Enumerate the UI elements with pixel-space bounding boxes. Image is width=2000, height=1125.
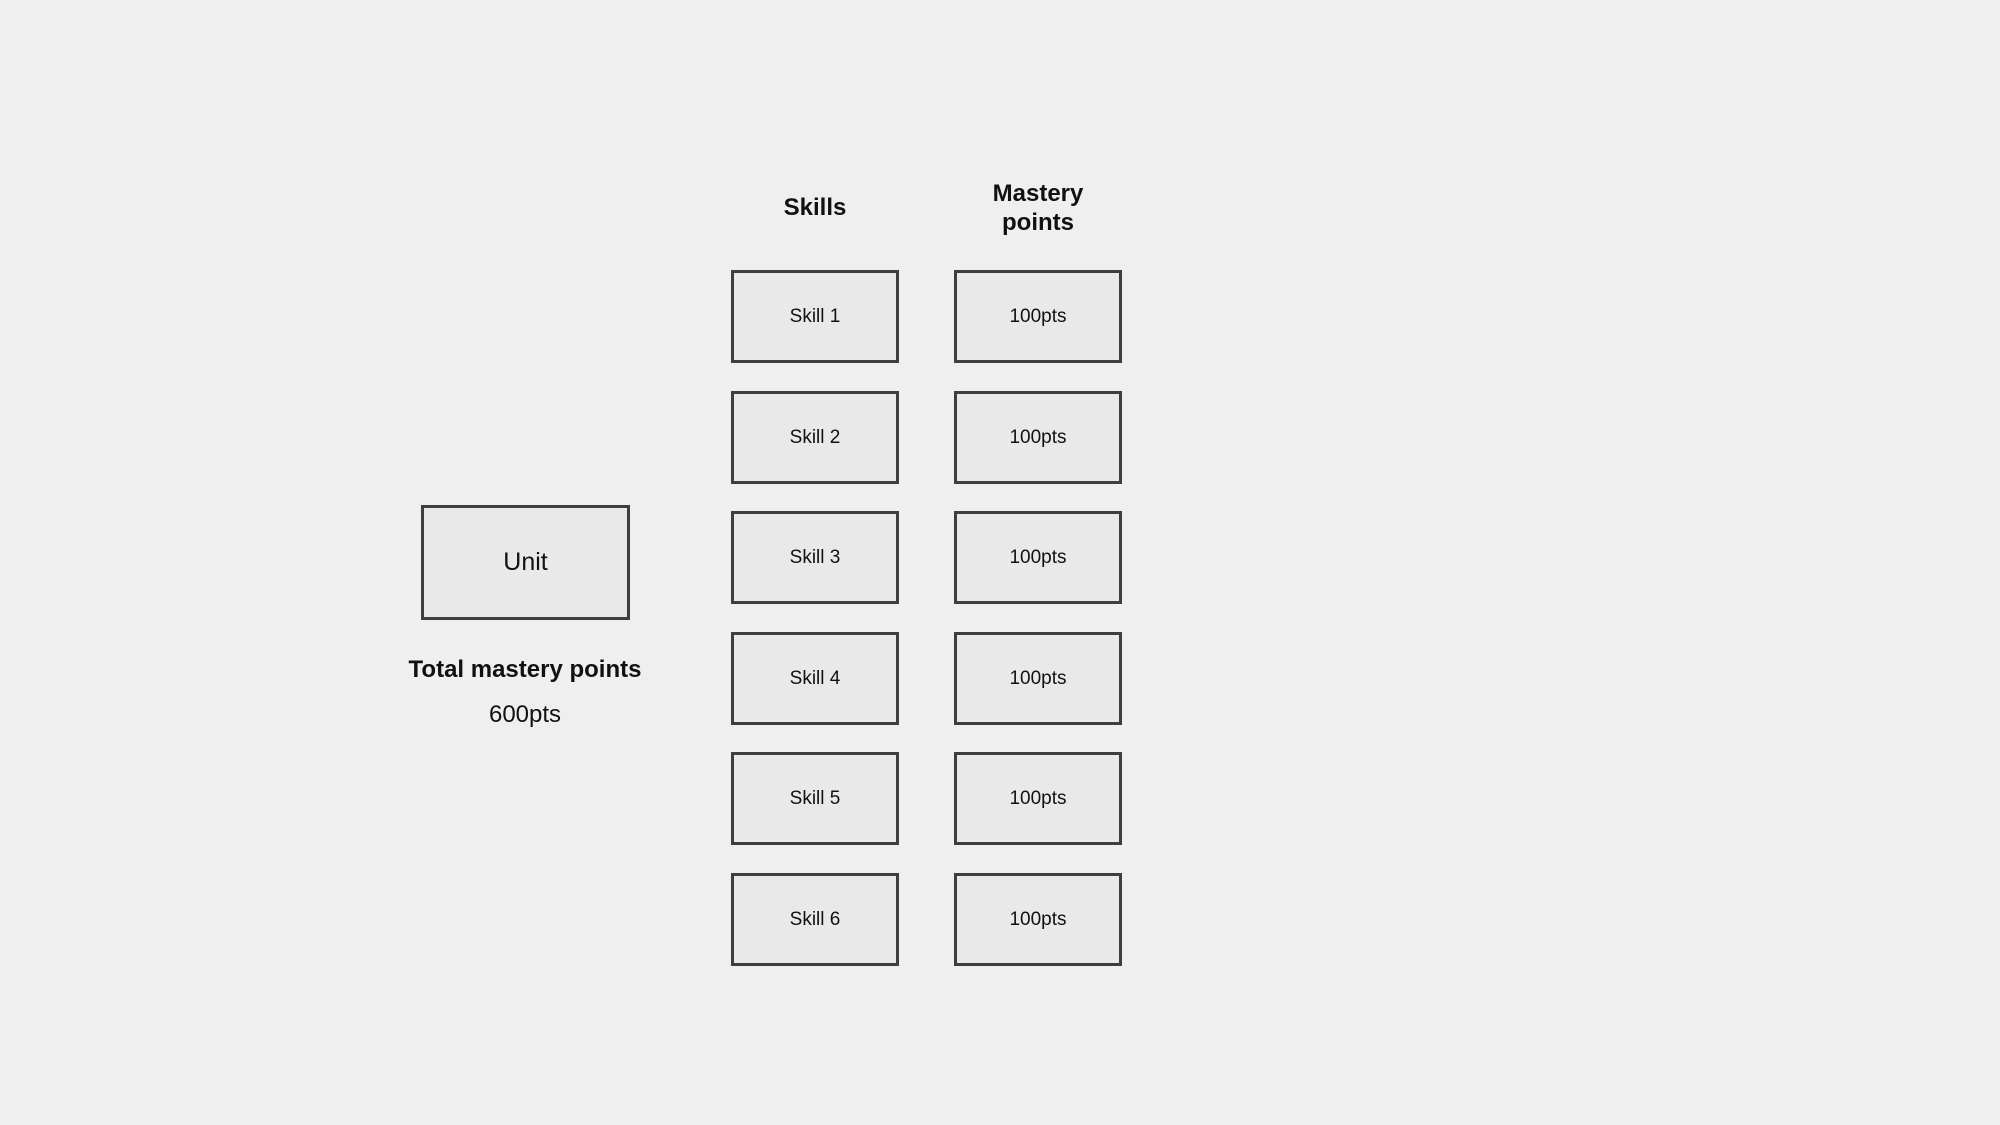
- skills-header: Skills: [783, 194, 847, 221]
- skill-name: Skill 3: [789, 546, 841, 568]
- unit-box: Unit: [421, 505, 630, 620]
- skill-box: Skill 3: [731, 511, 899, 604]
- mastery-points-header: Mastery points: [992, 180, 1084, 236]
- skill-name: Skill 5: [789, 787, 841, 809]
- points-box: 100pts: [954, 391, 1122, 484]
- points-value: 100pts: [1009, 667, 1067, 689]
- points-box: 100pts: [954, 752, 1122, 845]
- points-value: 100pts: [1009, 787, 1067, 809]
- points-value: 100pts: [1009, 546, 1067, 568]
- total-mastery-label: Total mastery points: [408, 656, 642, 683]
- skill-name: Skill 1: [789, 305, 841, 327]
- total-mastery-value: 600pts: [488, 701, 562, 728]
- points-value: 100pts: [1009, 305, 1067, 327]
- skill-box: Skill 6: [731, 873, 899, 966]
- skill-name: Skill 6: [789, 908, 841, 930]
- points-value: 100pts: [1009, 426, 1067, 448]
- unit-label: Unit: [503, 548, 548, 576]
- skill-name: Skill 2: [789, 426, 841, 448]
- points-box: 100pts: [954, 632, 1122, 725]
- skill-box: Skill 1: [731, 270, 899, 363]
- points-box: 100pts: [954, 873, 1122, 966]
- points-value: 100pts: [1009, 908, 1067, 930]
- points-box: 100pts: [954, 511, 1122, 604]
- skill-box: Skill 4: [731, 632, 899, 725]
- points-box: 100pts: [954, 270, 1122, 363]
- skill-name: Skill 4: [789, 667, 841, 689]
- skill-box: Skill 5: [731, 752, 899, 845]
- skill-box: Skill 2: [731, 391, 899, 484]
